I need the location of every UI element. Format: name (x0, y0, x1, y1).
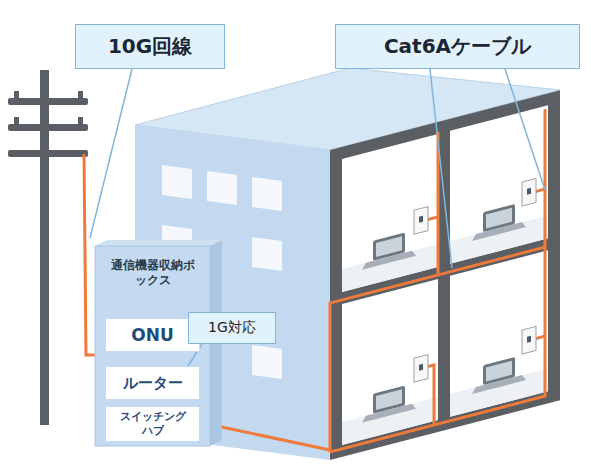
device-box: ルーター (105, 366, 200, 400)
node-label: 10G回線 (108, 33, 192, 60)
equipment-housing: 通信機器収納ボックス ONU ルータースイッチングハブ (95, 246, 210, 446)
node-label: ONU (131, 325, 173, 345)
device-box: スイッチングハブ (105, 406, 200, 442)
callout-box: 1G対応 (188, 312, 276, 344)
lan-cable (212, 425, 330, 450)
callout-box: Cat6Aケーブル (335, 24, 580, 69)
laptops (362, 201, 526, 423)
wall-outlets (414, 178, 536, 382)
utility-pole (40, 70, 49, 425)
pole-crossbars (8, 91, 88, 157)
node-label: 通信機器収納ボックス (107, 258, 199, 288)
node-label: スイッチングハブ (115, 410, 191, 438)
node-label: ルーター (123, 374, 183, 393)
housing-front (95, 246, 210, 446)
node-label: 1G対応 (208, 319, 256, 337)
housing-top (95, 240, 222, 246)
device-box: ONU (105, 318, 200, 352)
callout-box: 10G回線 (75, 24, 225, 69)
cutaway-rooms (330, 90, 560, 460)
fiber-line (84, 154, 96, 355)
leader-lines (90, 69, 545, 268)
node-label: Cat6Aケーブル (384, 33, 531, 60)
